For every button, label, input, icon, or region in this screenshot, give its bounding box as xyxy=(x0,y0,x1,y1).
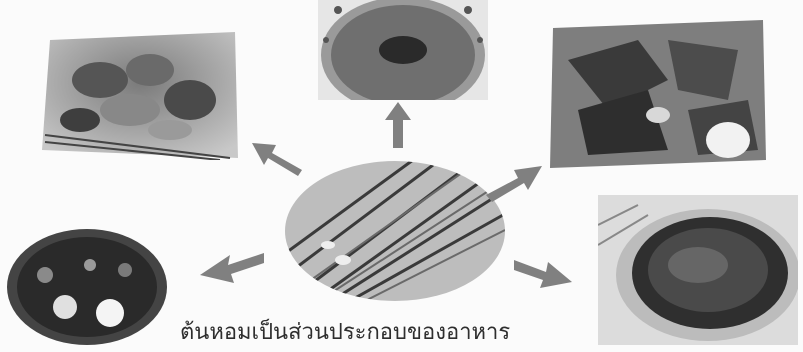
arrow-to-bottom-left-icon xyxy=(198,245,266,285)
stir-fry-top-left-photo xyxy=(40,30,240,160)
arrow-to-top-right-icon xyxy=(484,160,544,205)
arrow-to-top-center-icon xyxy=(383,100,413,150)
minced-salad-bottom-right-photo xyxy=(598,195,798,345)
arrow-to-top-left-icon xyxy=(250,135,305,180)
diagram-caption: ต้นหอมเป็นส่วนประกอบของอาหาร xyxy=(180,318,600,348)
arrow-to-bottom-right-icon xyxy=(512,250,574,290)
minced-dish-top-center-photo xyxy=(318,0,488,100)
soup-bowl-bottom-left-photo xyxy=(5,225,170,347)
green-onion-photo xyxy=(283,160,508,302)
stir-fry-top-right-photo xyxy=(548,20,768,168)
